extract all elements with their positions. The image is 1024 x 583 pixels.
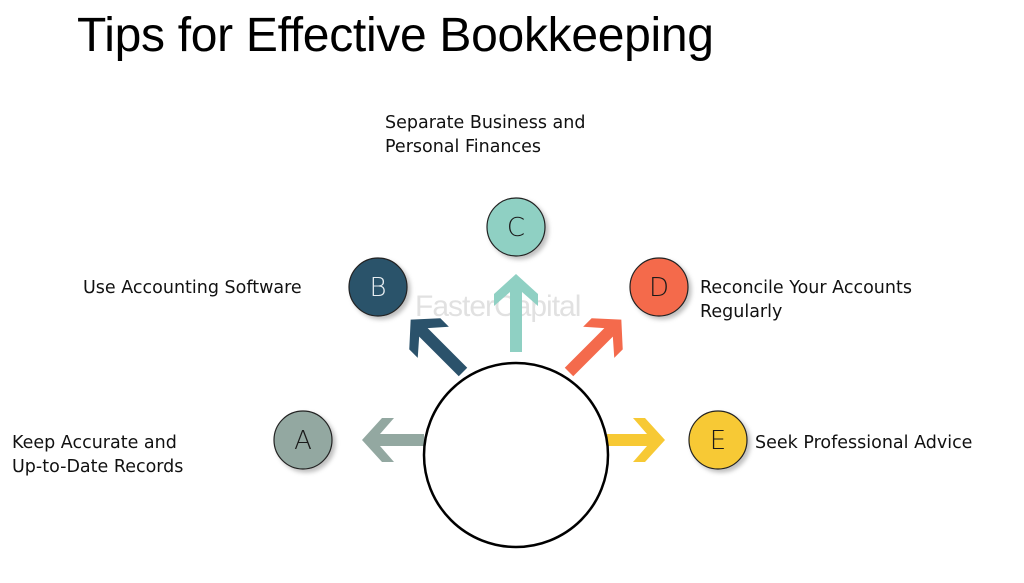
tip-circle-b	[348, 257, 408, 317]
tip-node-a: A	[273, 410, 333, 470]
tip-label-d: Reconcile Your Accounts Regularly	[700, 278, 912, 322]
tip-circle-a	[273, 410, 333, 470]
tip-circle-d	[629, 257, 689, 317]
tip-label-c: Separate Business and Personal Finances	[385, 113, 586, 157]
tip-label-b: Use Accounting Software	[83, 278, 302, 298]
tip-letter-b: B	[369, 273, 386, 303]
tip-letter-d: D	[649, 273, 669, 303]
arrow-a	[362, 418, 424, 462]
tip-circle-e	[688, 410, 748, 470]
tip-letter-a: A	[294, 426, 312, 456]
page-title: Tips for Effective Bookkeeping	[77, 9, 714, 62]
tip-node-b: B	[348, 257, 408, 317]
center-circle	[422, 361, 610, 549]
arrow-e	[607, 418, 665, 462]
tip-label-e: Seek Professional Advice	[755, 433, 973, 453]
arrow-b	[409, 318, 468, 377]
tip-letter-c: C	[507, 213, 525, 243]
arrow-c	[494, 274, 538, 352]
tip-node-d: D	[629, 257, 689, 317]
tip-node-e: E	[688, 410, 748, 470]
tip-circle-c	[486, 197, 546, 257]
tip-label-a: Keep Accurate and Up-to-Date Records	[12, 433, 184, 477]
tip-node-c: C	[486, 197, 546, 257]
tip-letter-e: E	[710, 426, 726, 456]
arrow-d	[564, 318, 623, 377]
